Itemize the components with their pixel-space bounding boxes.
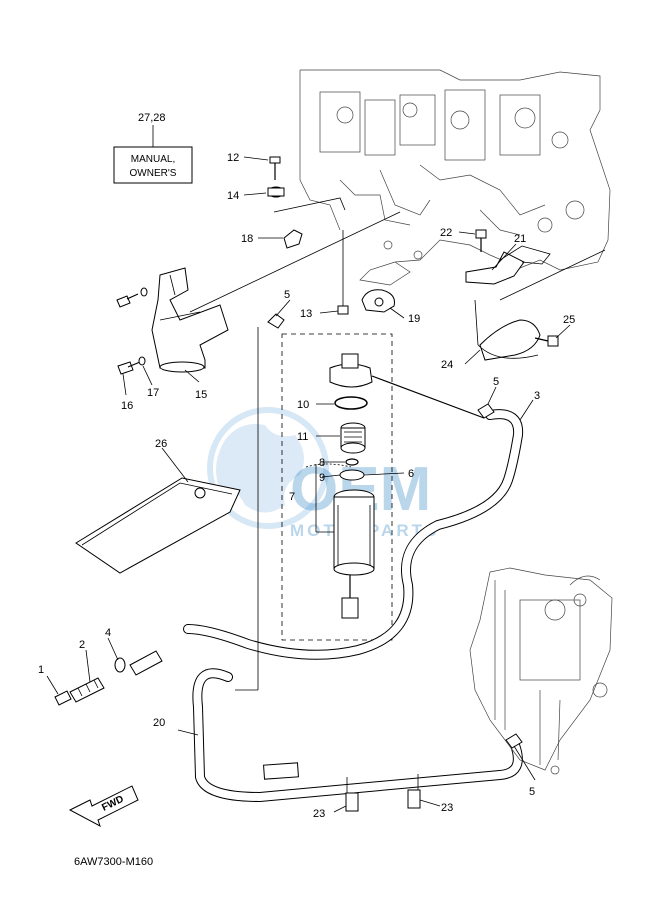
- o-ring-10: [334, 396, 368, 410]
- diagram-code: 6AW7300-M160: [74, 856, 153, 868]
- clip-23a: [345, 777, 359, 812]
- callout-27-28: 27,28: [138, 112, 166, 124]
- callout-5a: 5: [284, 289, 290, 301]
- callout-16: 16: [121, 400, 133, 412]
- washer-17: [138, 356, 146, 366]
- clip-4: [114, 657, 126, 673]
- bracket-24: [477, 319, 541, 361]
- bolt-top-15: [116, 287, 148, 308]
- bracket-21: [465, 245, 551, 285]
- o-ring-8: [345, 458, 359, 466]
- hose-20: [192, 668, 523, 803]
- callout-7: 7: [289, 491, 295, 503]
- callout-26: 26: [155, 438, 167, 450]
- clamp-5b: [477, 403, 495, 419]
- callout-13: 13: [300, 308, 312, 320]
- fuel-filter-group-box: [281, 333, 393, 641]
- clamp-5c: [505, 733, 523, 749]
- bolt-16: [117, 361, 141, 375]
- vapor-separator: [469, 567, 613, 775]
- callout-15: 15: [195, 389, 207, 401]
- clip-23b: [407, 774, 421, 809]
- callout-4: 4: [105, 627, 111, 639]
- callout-21: 21: [514, 233, 526, 245]
- bracket-15: [151, 267, 229, 373]
- leader-lines: [46, 156, 571, 813]
- connector-2: [69, 677, 105, 703]
- callout-25: 25: [563, 314, 575, 326]
- manual-line2: OWNER'S: [130, 168, 177, 179]
- bolt-13: [337, 305, 349, 315]
- callout-18: 18: [241, 233, 253, 245]
- float-6: [339, 469, 365, 481]
- callout-2: 2: [79, 639, 85, 651]
- owners-manual-part: MANUAL, OWNER'S: [113, 125, 193, 184]
- callout-8: 8: [319, 457, 325, 469]
- callout-11: 11: [297, 431, 308, 443]
- bolt-22: [475, 229, 487, 252]
- clamp-19: [361, 289, 395, 313]
- manual-box: [113, 146, 193, 184]
- bag-26: [75, 447, 241, 574]
- callout-9: 9: [319, 472, 325, 484]
- connector-1: [54, 690, 72, 706]
- manual-line1: MANUAL,: [131, 154, 175, 165]
- fwd-arrow: FWD: [68, 785, 139, 828]
- clamp-5a: [267, 313, 285, 329]
- grommet-14: [267, 186, 285, 198]
- filter-head: [329, 353, 485, 419]
- element-11: [340, 422, 366, 454]
- cup-7: [333, 489, 375, 619]
- bolt-25: [534, 335, 559, 347]
- engine-block: [299, 69, 611, 286]
- callout-1: 1: [38, 664, 44, 676]
- callout-5b: 5: [493, 376, 499, 388]
- callout-19: 19: [408, 313, 420, 325]
- hose-3: [183, 409, 524, 660]
- callout-10: 10: [297, 399, 309, 411]
- callout-22: 22: [440, 227, 452, 239]
- joint-left: [129, 650, 163, 676]
- callout-12: 12: [227, 152, 239, 164]
- callout-3: 3: [534, 390, 540, 402]
- callout-20: 20: [153, 717, 165, 729]
- clip-18: [283, 229, 303, 249]
- callout-17: 17: [147, 387, 159, 399]
- callouts: 27,28 12 14 18 5 13 19 22 21 25 24 5 3 1…: [38, 112, 575, 868]
- callout-14: 14: [227, 190, 239, 202]
- bolt-12: [269, 156, 281, 180]
- callout-23b: 23: [441, 802, 453, 814]
- callout-6: 6: [408, 468, 414, 480]
- callout-24: 24: [441, 359, 453, 371]
- callout-23a: 23: [313, 808, 325, 820]
- callout-5c: 5: [529, 786, 535, 798]
